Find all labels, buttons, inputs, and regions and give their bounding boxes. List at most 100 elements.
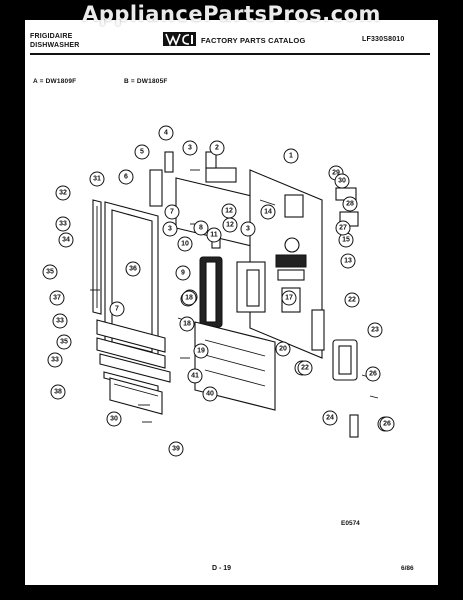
callout-39: 39 [168,441,184,457]
callout-circle [55,185,71,201]
callout-label: 35 [46,269,54,276]
callout-33: 33 [55,216,71,232]
callout-circle [297,360,313,376]
callout-38: 38 [50,384,66,400]
callout-11: 11 [206,227,222,243]
callout-3: 3 [182,140,198,156]
callout-label: 33 [59,221,67,228]
callout-label: 3 [246,226,250,233]
callout-4: 4 [158,125,174,141]
callout-41: 41 [187,368,203,384]
callout-label: 27 [339,225,347,232]
callout-7: 7 [164,204,180,220]
callout-circle [209,140,225,156]
callout-label: 19 [197,348,205,355]
brand-line-1: FRIGIDAIRE [30,33,73,40]
callout-circle [177,236,193,252]
revision-date: 6/86 [401,565,414,572]
callout-19: 19 [193,343,209,359]
callout-circle [168,441,184,457]
brand-line-2: DISHWASHER [30,42,80,49]
callout-24: 24 [322,410,338,426]
callout-circle [221,203,237,219]
callout-circle [55,216,71,232]
callout-34: 34 [58,232,74,248]
callout-label: 26 [369,371,377,378]
callout-label: 40 [206,391,214,398]
callout-6: 6 [118,169,134,185]
model-a: A = DW1809F [33,78,77,85]
callout-label: 41 [191,373,199,380]
callout-circle [47,352,63,368]
callout-label: 32 [59,190,67,197]
callout-circle [182,140,198,156]
callout-31: 31 [89,171,105,187]
callout-circle [193,220,209,236]
callout-22: 22 [297,360,313,376]
callout-label: 23 [371,327,379,334]
callout-label: 7 [115,306,119,313]
callout-8: 8 [193,220,209,236]
callout-40: 40 [202,386,218,402]
callout-circle [365,366,381,382]
callout-17: 17 [281,290,297,306]
callout-label: 17 [285,295,293,302]
callout-label: 29 [332,170,340,177]
callout-circle [240,221,256,237]
callout-circle [49,290,65,306]
callout-label: 2 [215,145,219,152]
page-number: D - 19 [212,565,232,572]
callout-label: 1 [289,153,293,160]
callout-33: 33 [47,352,63,368]
callout-circle [344,292,360,308]
callout-label: 18 [183,321,191,328]
callout-label: 5 [140,149,144,156]
callout-circle [158,125,174,141]
callout-label: 13 [344,258,352,265]
callout-circle [58,232,74,248]
callout-5: 5 [134,144,150,160]
callout-7: 7 [109,301,125,317]
door-bottom-panels [96,319,171,393]
callout-label: 28 [346,201,354,208]
callout-12: 12 [221,203,237,219]
callout-9: 9 [175,265,191,281]
callout-label: 3 [168,226,172,233]
callout-3: 3 [162,221,178,237]
callout-circle [164,204,180,220]
callout-circle [202,386,218,402]
callout-circle [134,144,150,160]
callout-label: 10 [181,241,189,248]
callout-circle [106,411,122,427]
diagram-code: E0574 [341,520,360,527]
callout-18: 18 [181,290,197,306]
callout-circle [379,416,395,432]
callout-35: 35 [42,264,58,280]
callout-33: 33 [52,313,68,329]
callout-circle [340,253,356,269]
header-rule [30,53,430,55]
callout-32: 32 [55,185,71,201]
callout-label: 30 [110,416,118,423]
callout-label: 38 [54,389,62,396]
callout-circle [125,261,141,277]
callout-23: 23 [367,322,383,338]
callout-label: 36 [129,266,137,273]
callout-label: 9 [181,270,185,277]
callout-circle [179,316,195,332]
callout-label: 22 [301,365,309,372]
callout-label: 8 [199,225,203,232]
callout-label: 7 [170,209,174,216]
callout-circle [206,227,222,243]
callout-circle [335,220,351,236]
callout-circle [281,290,297,306]
callout-label: 3 [188,145,192,152]
callout-circle [42,264,58,280]
callout-circle [260,204,276,220]
callout-circle [322,410,338,426]
callout-circle [52,313,68,329]
callout-2: 2 [209,140,225,156]
callout-circle [56,334,72,350]
